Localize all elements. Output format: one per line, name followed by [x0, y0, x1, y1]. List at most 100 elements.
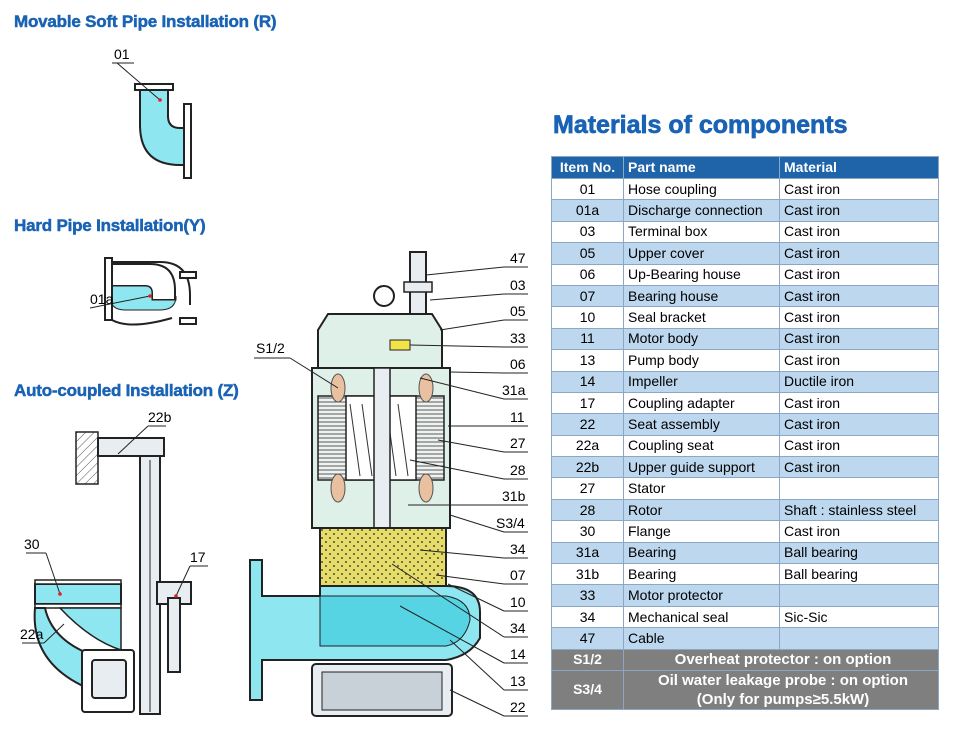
part-name-cell: Bearing: [623, 541, 780, 565]
material-cell: [779, 627, 939, 650]
callout-22: 22: [510, 699, 526, 715]
materials-title: Materials of components: [553, 111, 848, 140]
item-no-cell: 33: [551, 584, 624, 607]
hard-pipe-drawing: [89, 257, 197, 326]
hard-pipe-title: Hard Pipe Installation(Y): [14, 216, 206, 236]
material-cell: Ball bearing: [779, 541, 939, 565]
material-cell: Sic-Sic: [779, 605, 939, 629]
part-name-cell: Flange: [623, 520, 780, 543]
material-cell: Cast iron: [779, 413, 939, 436]
callout-22b: 22b: [148, 409, 172, 425]
callout-34b: 34: [510, 620, 526, 636]
part-name-cell: Seal bracket: [623, 306, 780, 329]
auto-coupled-title: Auto-coupled Installation (Z): [14, 381, 239, 401]
item-no-cell: 06: [551, 263, 624, 286]
callout-17: 17: [190, 549, 206, 565]
table-header-row: Item No. Part name Material: [551, 156, 939, 179]
part-name-cell: Cable: [623, 627, 780, 650]
item-no-cell: 07: [551, 284, 624, 308]
item-no-cell: 10: [551, 306, 624, 329]
item-no-cell: 22a: [551, 434, 624, 458]
part-name-cell: Bearing: [623, 563, 780, 586]
callout-30: 30: [24, 536, 40, 552]
part-name-cell: Motor protector: [623, 584, 780, 607]
material-cell: Cast iron: [779, 391, 939, 415]
callout-01a: 01a: [90, 291, 114, 307]
callout-47: 47: [510, 250, 526, 266]
item-no-cell: 17: [551, 391, 624, 415]
part-name-cell: Bearing house: [623, 284, 780, 308]
material-cell: Shaft : stainless steel: [779, 498, 939, 522]
item-no-cell: 30: [551, 520, 624, 543]
material-cell: [779, 477, 939, 500]
callout-22a: 22a: [20, 626, 44, 642]
item-no-cell: 27: [551, 477, 624, 500]
option-text-line-1: Oil water leakage probe : on option: [657, 671, 909, 689]
option-item-no: S3/4: [551, 669, 624, 710]
item-no-cell: 31b: [551, 563, 624, 586]
item-no-cell: 31a: [551, 541, 624, 565]
pump-callout-leaders: [391, 266, 528, 717]
item-no-cell: 01: [551, 177, 624, 201]
material-cell: Ball bearing: [779, 563, 939, 586]
callout-03: 03: [510, 277, 526, 293]
part-name-cell: Coupling seat: [623, 434, 780, 458]
material-cell: Cast iron: [779, 520, 939, 543]
callout-33: 33: [510, 330, 526, 346]
material-cell: Cast iron: [779, 456, 939, 479]
soft-pipe-title: Movable Soft Pipe Installation (R): [14, 12, 277, 32]
part-name-cell: Pump body: [623, 349, 780, 372]
callout-05: 05: [510, 303, 526, 319]
item-no-cell: 14: [551, 370, 624, 393]
pump-cross-section: [249, 251, 481, 717]
option-text-line-2: (Only for pumps≥5.5kW): [696, 690, 870, 708]
part-name-cell: Discharge connection: [623, 199, 780, 222]
callout-34: 34: [510, 541, 526, 557]
header-part-name: Part name: [623, 156, 780, 179]
part-name-cell: Up-Bearing house: [623, 263, 780, 286]
callout-11: 11: [510, 409, 525, 425]
part-name-cell: Upper cover: [623, 242, 780, 265]
part-name-cell: Stator: [623, 477, 780, 500]
option-item-no: S1/2: [551, 648, 624, 671]
material-cell: Cast iron: [779, 242, 939, 265]
material-cell: Cast iron: [779, 434, 939, 458]
callout-s1-2: S1/2: [256, 340, 285, 356]
part-name-cell: Terminal box: [623, 220, 780, 244]
callout-14: 14: [510, 646, 526, 662]
callout-01: 01: [114, 46, 130, 62]
callout-06: 06: [510, 356, 526, 372]
callout-s3-4: S3/4: [496, 515, 525, 531]
callout-31a: 31a: [502, 382, 526, 398]
callout-28: 28: [510, 462, 526, 478]
callout-10: 10: [510, 594, 526, 610]
material-cell: [779, 584, 939, 607]
pump-callout-labels: 47 03 05 33 06 31a 11 27 28 31b S3/4 34 …: [496, 250, 526, 715]
option-text: Oil water leakage probe : on option(Only…: [623, 669, 939, 710]
material-cell: Cast iron: [779, 199, 939, 222]
material-cell: Cast iron: [779, 327, 939, 351]
item-no-cell: 05: [551, 242, 624, 265]
header-material: Material: [779, 156, 939, 179]
part-name-cell: Rotor: [623, 498, 780, 522]
material-cell: Cast iron: [779, 306, 939, 329]
part-name-cell: Upper guide support: [623, 456, 780, 479]
